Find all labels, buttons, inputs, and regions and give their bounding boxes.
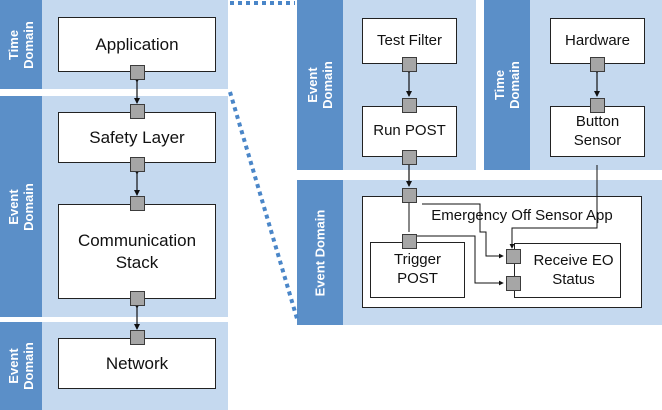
test-filter-box: Test Filter bbox=[362, 18, 457, 64]
test-filter-label: Test Filter bbox=[376, 31, 442, 49]
time-domain-strip: Time Domain bbox=[0, 0, 42, 89]
port-comm-top bbox=[130, 196, 145, 211]
wire-trigger-receive bbox=[415, 235, 504, 286]
hardware-domain-strip: Time Domain bbox=[484, 0, 530, 170]
port-safety-top bbox=[130, 104, 145, 119]
port-network-top bbox=[130, 330, 145, 345]
port-trigger-top bbox=[402, 234, 417, 249]
port-comm-bottom bbox=[130, 291, 145, 306]
port-receive-upper bbox=[506, 249, 521, 264]
port-runpost-bottom bbox=[402, 150, 417, 165]
emergency-off-app-title: Emergency Off Sensor App bbox=[431, 207, 613, 224]
button-sensor-label: Button Sensor bbox=[573, 112, 622, 149]
port-sensor-top bbox=[590, 98, 605, 113]
port-application-bottom bbox=[130, 65, 145, 80]
zoom-line-diagonal bbox=[228, 91, 300, 323]
communication-stack-label: Communication Stack bbox=[77, 231, 197, 272]
receive-eo-status-box: Receive EO Status bbox=[514, 243, 621, 298]
port-testfilter-bottom bbox=[402, 57, 417, 72]
application-label: Application bbox=[95, 34, 179, 54]
port-runpost-top bbox=[402, 98, 417, 113]
app-domain-strip: Event Domain bbox=[297, 180, 343, 325]
hardware-box: Hardware bbox=[550, 18, 645, 64]
button-sensor-box: Button Sensor bbox=[550, 106, 645, 157]
safety-layer-box: Safety Layer bbox=[58, 112, 216, 163]
wire-app-receive-top bbox=[422, 203, 504, 259]
network-domain-strip: Event Domain bbox=[0, 322, 42, 410]
wire-sensor-receive bbox=[509, 165, 598, 249]
post-domain-strip: Event Domain bbox=[297, 0, 343, 170]
network-label: Network bbox=[105, 353, 169, 373]
port-app-top bbox=[402, 188, 417, 203]
run-post-label: Run POST bbox=[373, 122, 446, 140]
port-safety-bottom bbox=[130, 157, 145, 172]
safety-layer-label: Safety Layer bbox=[89, 127, 185, 147]
port-hardware-bottom bbox=[590, 57, 605, 72]
port-receive-lower bbox=[506, 276, 521, 291]
trigger-post-label: Trigger POST bbox=[394, 251, 441, 287]
event-domain-strip: Event Domain bbox=[0, 96, 42, 317]
run-post-box: Run POST bbox=[362, 106, 457, 157]
receive-eo-status-label: Receive EO Status bbox=[533, 251, 614, 288]
network-box: Network bbox=[58, 338, 216, 389]
communication-stack-box: Communication Stack bbox=[58, 204, 216, 299]
trigger-post-box: Trigger POST bbox=[370, 242, 465, 298]
hardware-label: Hardware bbox=[564, 31, 631, 49]
